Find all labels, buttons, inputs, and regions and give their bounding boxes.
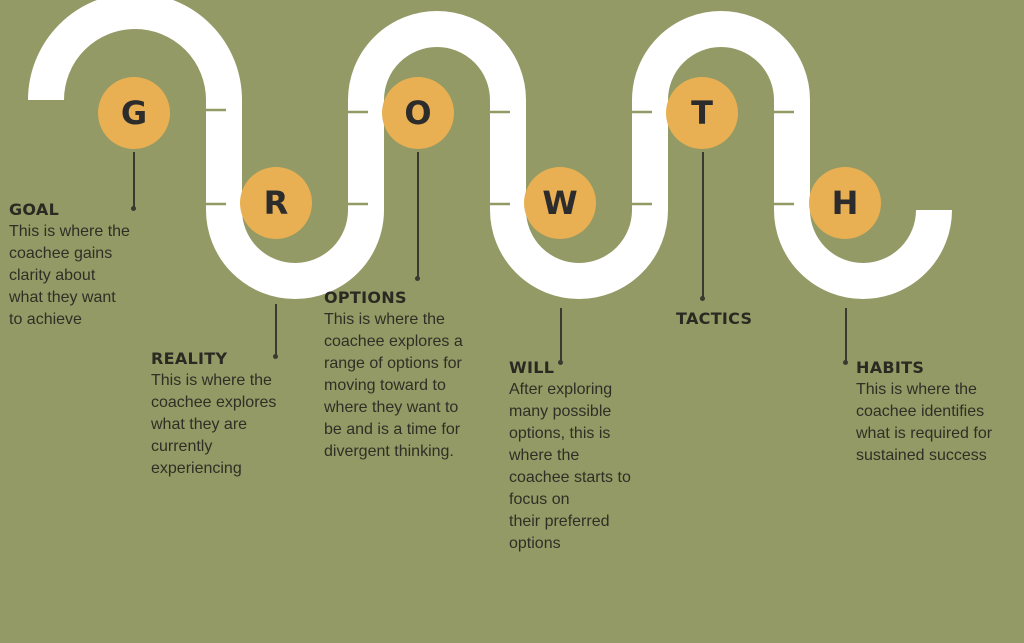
step-title: WILL [509, 358, 555, 377]
label-tactics: TACTICS [676, 309, 796, 330]
step-description: This is where the coachee explores a ran… [324, 311, 463, 460]
step-title: OPTIONS [324, 288, 407, 307]
connector-options [415, 152, 420, 281]
step-title: HABITS [856, 358, 925, 377]
connector-habits [843, 308, 848, 365]
wave-dividers [188, 108, 794, 206]
label-habits: HABITS This is where the coachee identif… [856, 358, 1021, 467]
step-description: After exploring many possible options, t… [509, 381, 631, 552]
node-letter: W [542, 184, 578, 222]
node-letter: O [404, 94, 432, 132]
step-title: GOAL [9, 200, 60, 219]
wave-ribbon [28, 0, 952, 299]
connector-reality [273, 304, 278, 359]
step-description: This is where the coachee gains clarity … [9, 223, 130, 328]
label-will: WILL After exploring many possible optio… [509, 358, 669, 555]
connector-will [558, 308, 563, 365]
node-letter: R [263, 184, 289, 222]
step-title: REALITY [151, 349, 228, 368]
label-goal: GOAL This is where the coachee gains cla… [9, 200, 169, 331]
step-description: This is where the coachee explores what … [151, 372, 277, 477]
node-options: O [382, 77, 454, 149]
node-habits: H [809, 167, 881, 239]
label-options: OPTIONS This is where the coachee explor… [324, 288, 504, 463]
step-title: TACTICS [676, 309, 753, 328]
node-will: W [524, 167, 596, 239]
label-reality: REALITY This is where the coachee explor… [151, 349, 321, 480]
connector-tactics [700, 152, 705, 301]
node-tactics: T [666, 77, 738, 149]
connector-goal [131, 152, 136, 211]
step-description: This is where the coachee identifies wha… [856, 381, 993, 464]
node-goal: G [98, 77, 170, 149]
node-letter: G [120, 94, 148, 132]
node-letter: H [831, 184, 859, 222]
node-letter: T [691, 94, 713, 132]
node-reality: R [240, 167, 312, 239]
